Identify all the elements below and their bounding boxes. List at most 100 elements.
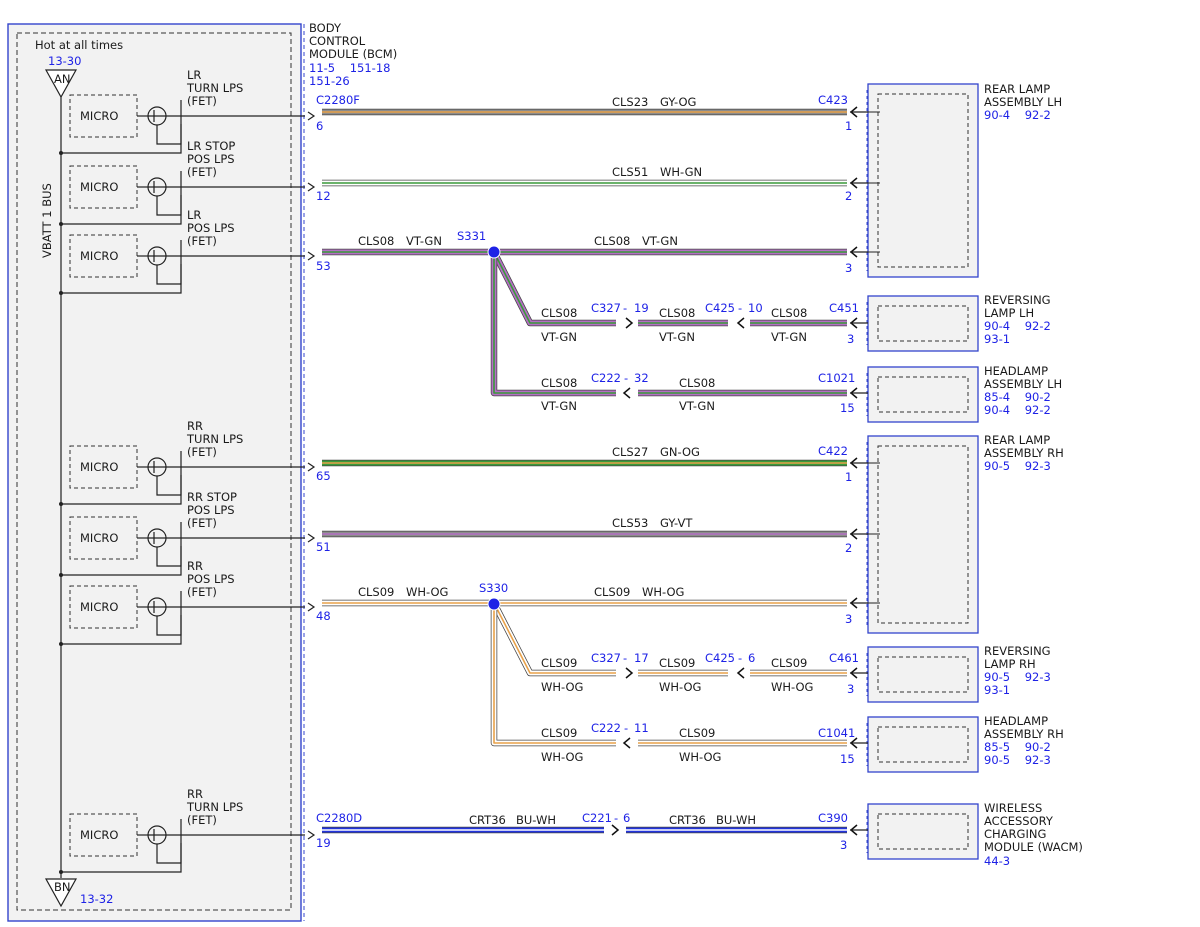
c6-color-right: WH-OG: [642, 585, 684, 599]
fet-label-line: LR: [187, 68, 201, 82]
c7-code-right: CRT36: [669, 813, 706, 827]
bcm-inner-dashed-box: [16, 32, 292, 911]
bcm-pin-arrow: [307, 111, 316, 121]
c3a-inline2-pin: 10: [748, 301, 763, 315]
node-bottom-label: BN: [54, 880, 71, 894]
c3-color-right: VT-GN: [642, 234, 678, 248]
bcm-ref-line-1: 11-5 151-18: [309, 61, 390, 75]
bus-feed-line: [61, 591, 182, 645]
c6a-inline1: C327: [591, 651, 621, 665]
c3b-inline1-pin: 32: [634, 371, 649, 385]
c2-bcm-pin: 12: [316, 189, 331, 203]
comp-6-ref-2: 90-5 92-3: [984, 753, 1051, 767]
inline-c222-arrow-rh: [622, 737, 631, 749]
comp-6-ref-1: 85-5 90-2: [984, 740, 1051, 754]
component-box: [867, 295, 979, 352]
c1-color: GY-OG: [660, 95, 696, 109]
comp-1-name-2: ASSEMBLY LH: [984, 95, 1062, 109]
wire-c6-branch-a-1-stripe: [493, 602, 616, 674]
component-dashed-box: [877, 656, 969, 693]
fet-label-line: (FET): [187, 445, 217, 459]
comp-2-name-2: LAMP LH: [984, 306, 1034, 320]
bus-junction: [59, 502, 63, 506]
c3a-color-2: VT-GN: [659, 330, 695, 344]
bus-feed-line: [61, 100, 182, 154]
bus-junction: [59, 573, 63, 577]
bcm-pin-arrow: [307, 462, 316, 472]
bcm-pin-arrow: [307, 602, 316, 612]
component-box: [867, 435, 979, 634]
fet-label-line: POS LPS: [187, 221, 235, 235]
micro-label: MICRO: [80, 600, 118, 614]
c6a-dest-connector: C461: [829, 651, 859, 665]
c3a-inline1-dash: -: [623, 301, 627, 315]
c7-inline1: C221: [582, 811, 612, 825]
comp-4-name-1: REAR LAMP: [984, 433, 1050, 447]
c7-bcm-pin: 19: [316, 836, 331, 850]
c6b-code-2: CLS09: [679, 726, 715, 740]
wire-c3-branch-a-1-stripe: [493, 251, 616, 324]
c1-dest-pin: 1: [845, 119, 852, 133]
c3a-color-3: VT-GN: [771, 330, 807, 344]
bcm-title-line-1: BODY: [309, 21, 342, 35]
component-box: [867, 83, 979, 278]
comp-7-name-3: CHARGING: [984, 827, 1046, 841]
bus-feed-line: [61, 171, 182, 225]
bus-feed-line: [61, 451, 182, 505]
bcm-pin-arrow: [307, 182, 316, 192]
c3-dest-pin: 3: [845, 261, 852, 275]
bcm-ref-line-2: 151-26: [309, 74, 350, 88]
c7-code-left: CRT36: [469, 813, 506, 827]
c3-splice-label: S331: [457, 229, 486, 243]
fet-label-line: TURN LPS: [186, 432, 243, 446]
c6-color-left: WH-OG: [406, 585, 448, 599]
c4-color: GN-OG: [660, 445, 700, 459]
comp-1-ref-1: 90-4 92-2: [984, 108, 1051, 122]
c3a-dest-pin: 3: [847, 332, 854, 346]
component-dashed-box: [877, 376, 969, 413]
micro-label: MICRO: [80, 249, 118, 263]
comp-2-name-1: REVERSING: [984, 293, 1051, 307]
wire-c3-branch-b-1-stripe: [493, 252, 616, 394]
fet-label-line: RR: [187, 419, 203, 433]
fet-label-line: POS LPS: [187, 152, 235, 166]
c3b-dest-pin: 15: [840, 401, 855, 415]
c6a-inline1-pin: 17: [634, 651, 649, 665]
fet-label-line: LR: [187, 208, 201, 222]
component-reversing-lamp-lh: [866, 295, 979, 352]
comp-6-name-2: ASSEMBLY RH: [984, 727, 1064, 741]
c3b-code-2: CLS08: [679, 376, 715, 390]
c6b-code-1: CLS09: [541, 726, 577, 740]
inline-c327-arrow-lh: [625, 317, 634, 329]
comp-4-ref-1: 90-5 92-3: [984, 459, 1051, 473]
component-headlamp-rh: [866, 716, 979, 773]
c6a-inline2-dash: -: [738, 651, 742, 665]
fet-label-line: RR STOP: [187, 490, 237, 504]
component-box: [867, 716, 979, 773]
ref-top: 13-30: [48, 54, 81, 68]
bus-junction: [59, 151, 63, 155]
micro-label: MICRO: [80, 828, 118, 842]
c4-code: CLS27: [612, 445, 648, 459]
c7-dest-pin: 3: [840, 838, 847, 852]
component-rear-lamp-lh: [866, 83, 979, 278]
node-top-label: AN: [54, 72, 70, 86]
component-rear-lamp-rh: [866, 435, 979, 634]
component-dashed-box: [877, 726, 969, 763]
c3-bcm-pin: 53: [316, 259, 331, 273]
micro-label: MICRO: [80, 531, 118, 545]
bcm-pin-arrow: [307, 533, 316, 543]
component-labels: REAR LAMP ASSEMBLY LH 90-4 92-2 REVERSIN…: [984, 82, 1083, 868]
comp-5-name-1: REVERSING: [984, 644, 1051, 658]
bus-junction: [59, 222, 63, 226]
c2-color: WH-GN: [660, 165, 702, 179]
c3a-inline2: C425: [705, 301, 735, 315]
c5-color: GY-VT: [660, 516, 693, 530]
bus-feed-line: [61, 240, 182, 294]
bcm-module: Hot at all times 13-30 AN VBATT 1 BUS BN…: [7, 21, 397, 922]
bcm-pin-arrow: [307, 251, 316, 261]
